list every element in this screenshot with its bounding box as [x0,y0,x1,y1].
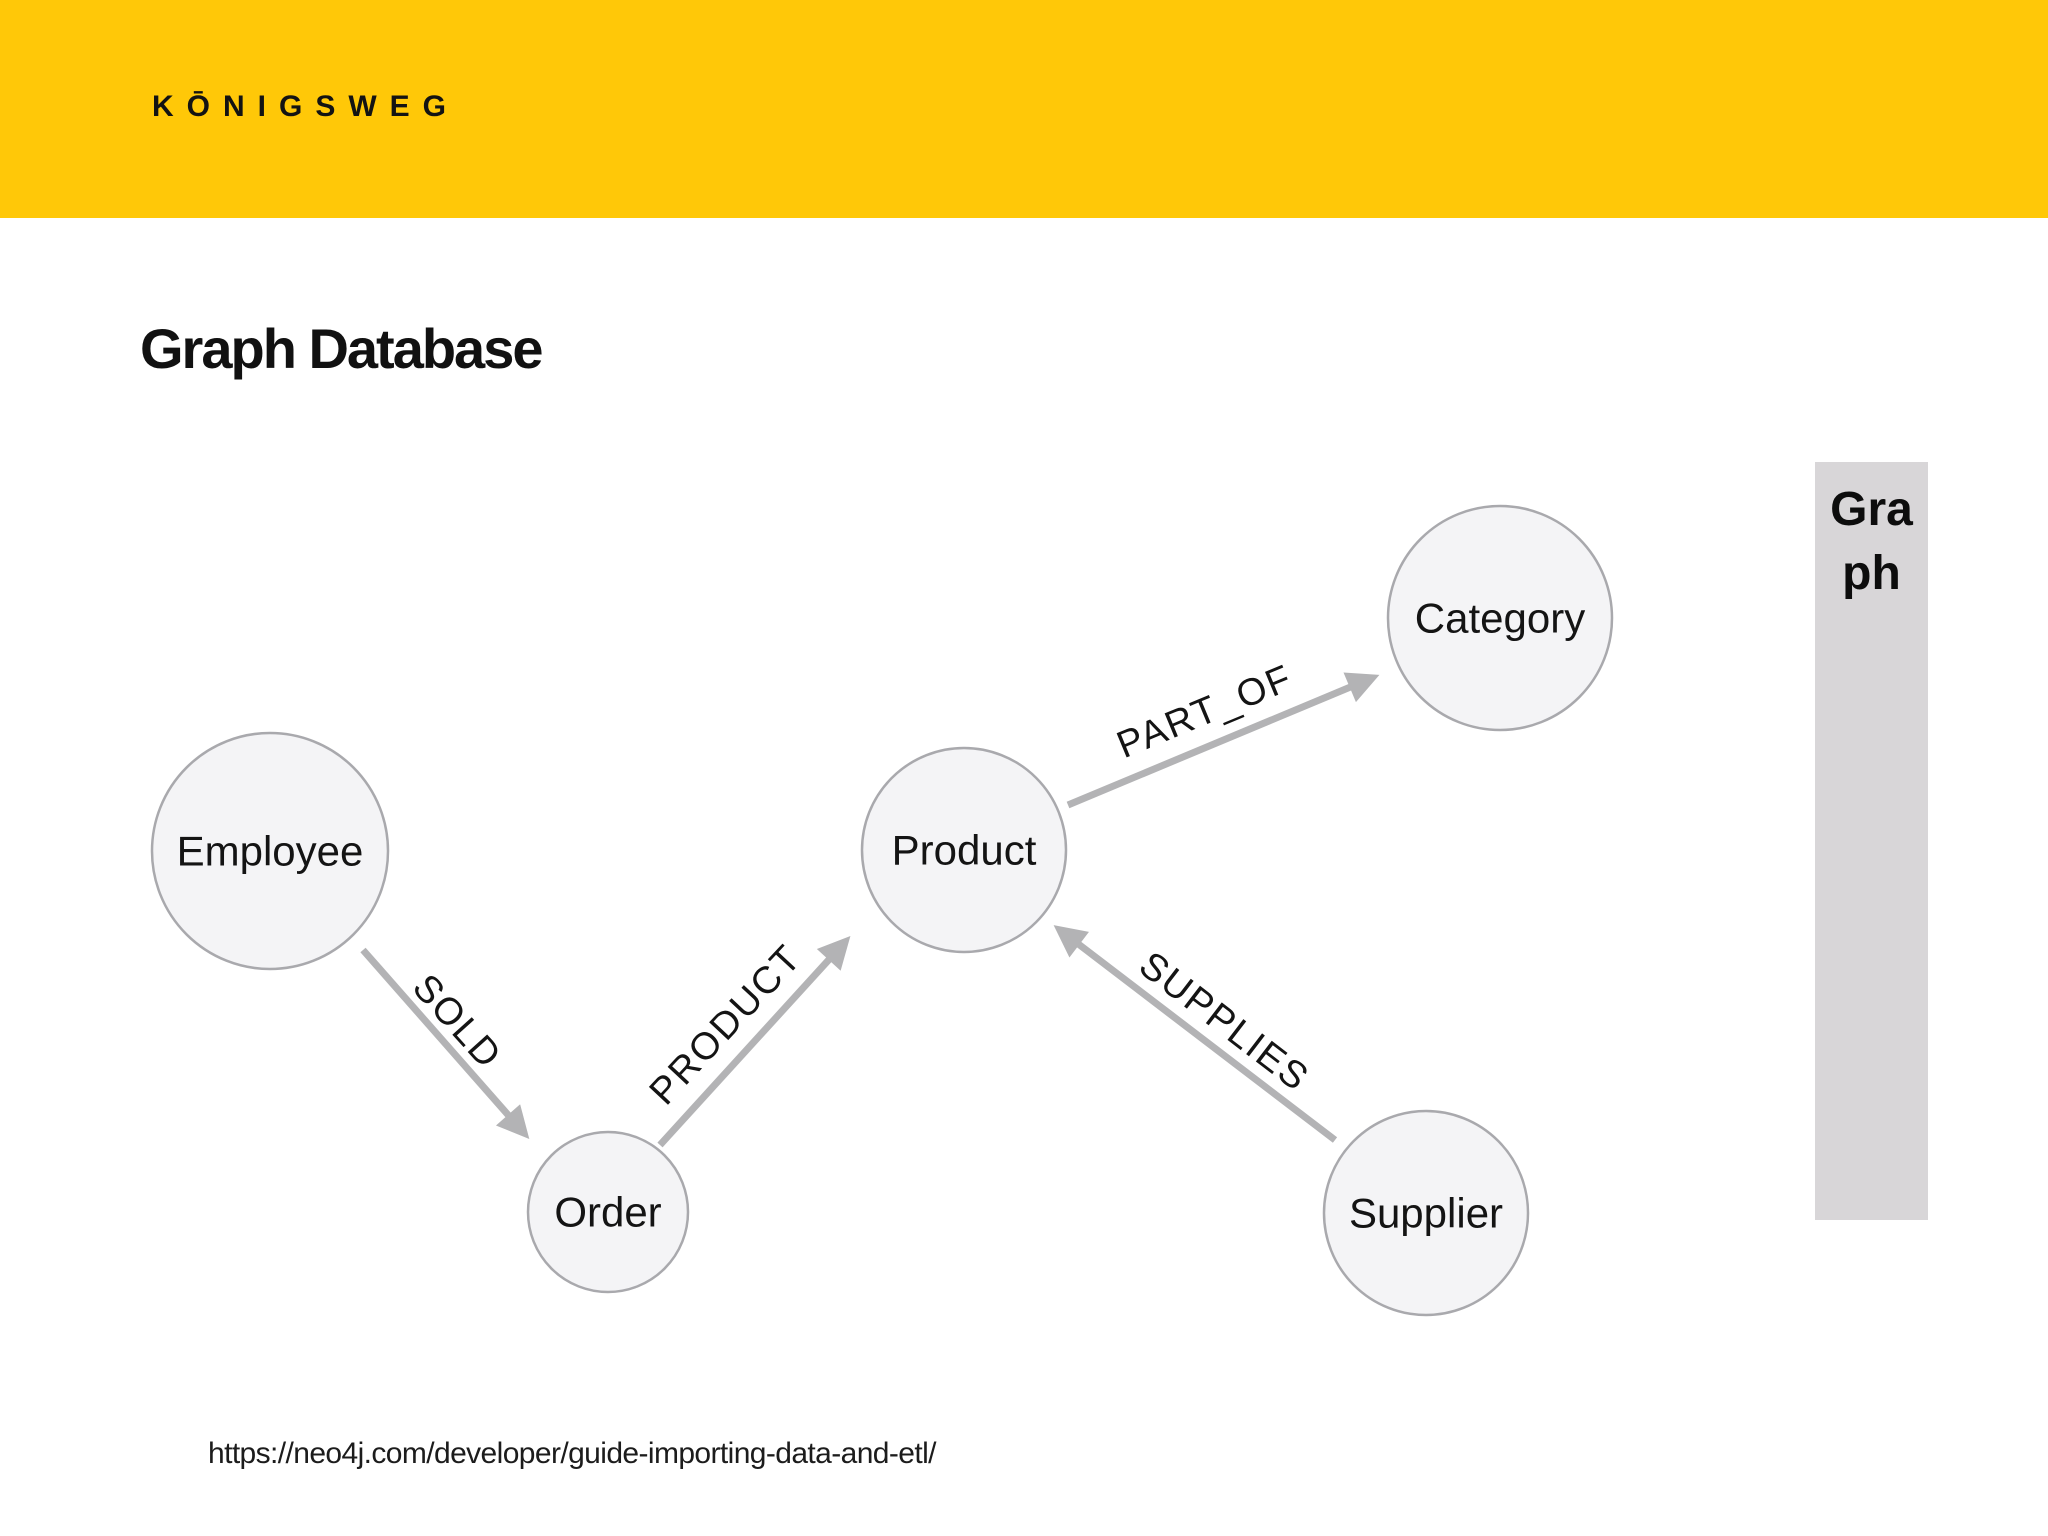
brand-logo: KŌNIGSWEG [152,90,460,123]
node-employee [150,731,390,971]
node-label-order: Order [554,1189,661,1236]
node-supplier [1322,1109,1530,1317]
side-tab-line-1: Gra [1830,483,1913,536]
side-tab-graph: Gra ph [1815,462,1928,1220]
node-label-employee: Employee [177,828,364,875]
edge-supplies [1053,925,1338,1143]
edge-sold [360,947,530,1140]
source-url: https://neo4j.com/developer/guide-import… [208,1437,937,1470]
header-band: KŌNIGSWEG [0,0,2048,218]
node-label-supplier: Supplier [1349,1190,1503,1237]
side-tab-line-2: ph [1842,547,1901,600]
edge-label-supplies: SUPPLIES [1131,944,1317,1100]
page-title: Graph Database [140,317,543,380]
edge-product [657,936,851,1148]
node-label-product: Product [892,827,1037,874]
node-category [1386,504,1614,732]
edge-part_of [1066,672,1380,809]
node-order [526,1130,690,1294]
node-product [860,746,1068,954]
edge-label-product: PRODUCT [642,937,810,1113]
node-label-category: Category [1415,595,1585,642]
